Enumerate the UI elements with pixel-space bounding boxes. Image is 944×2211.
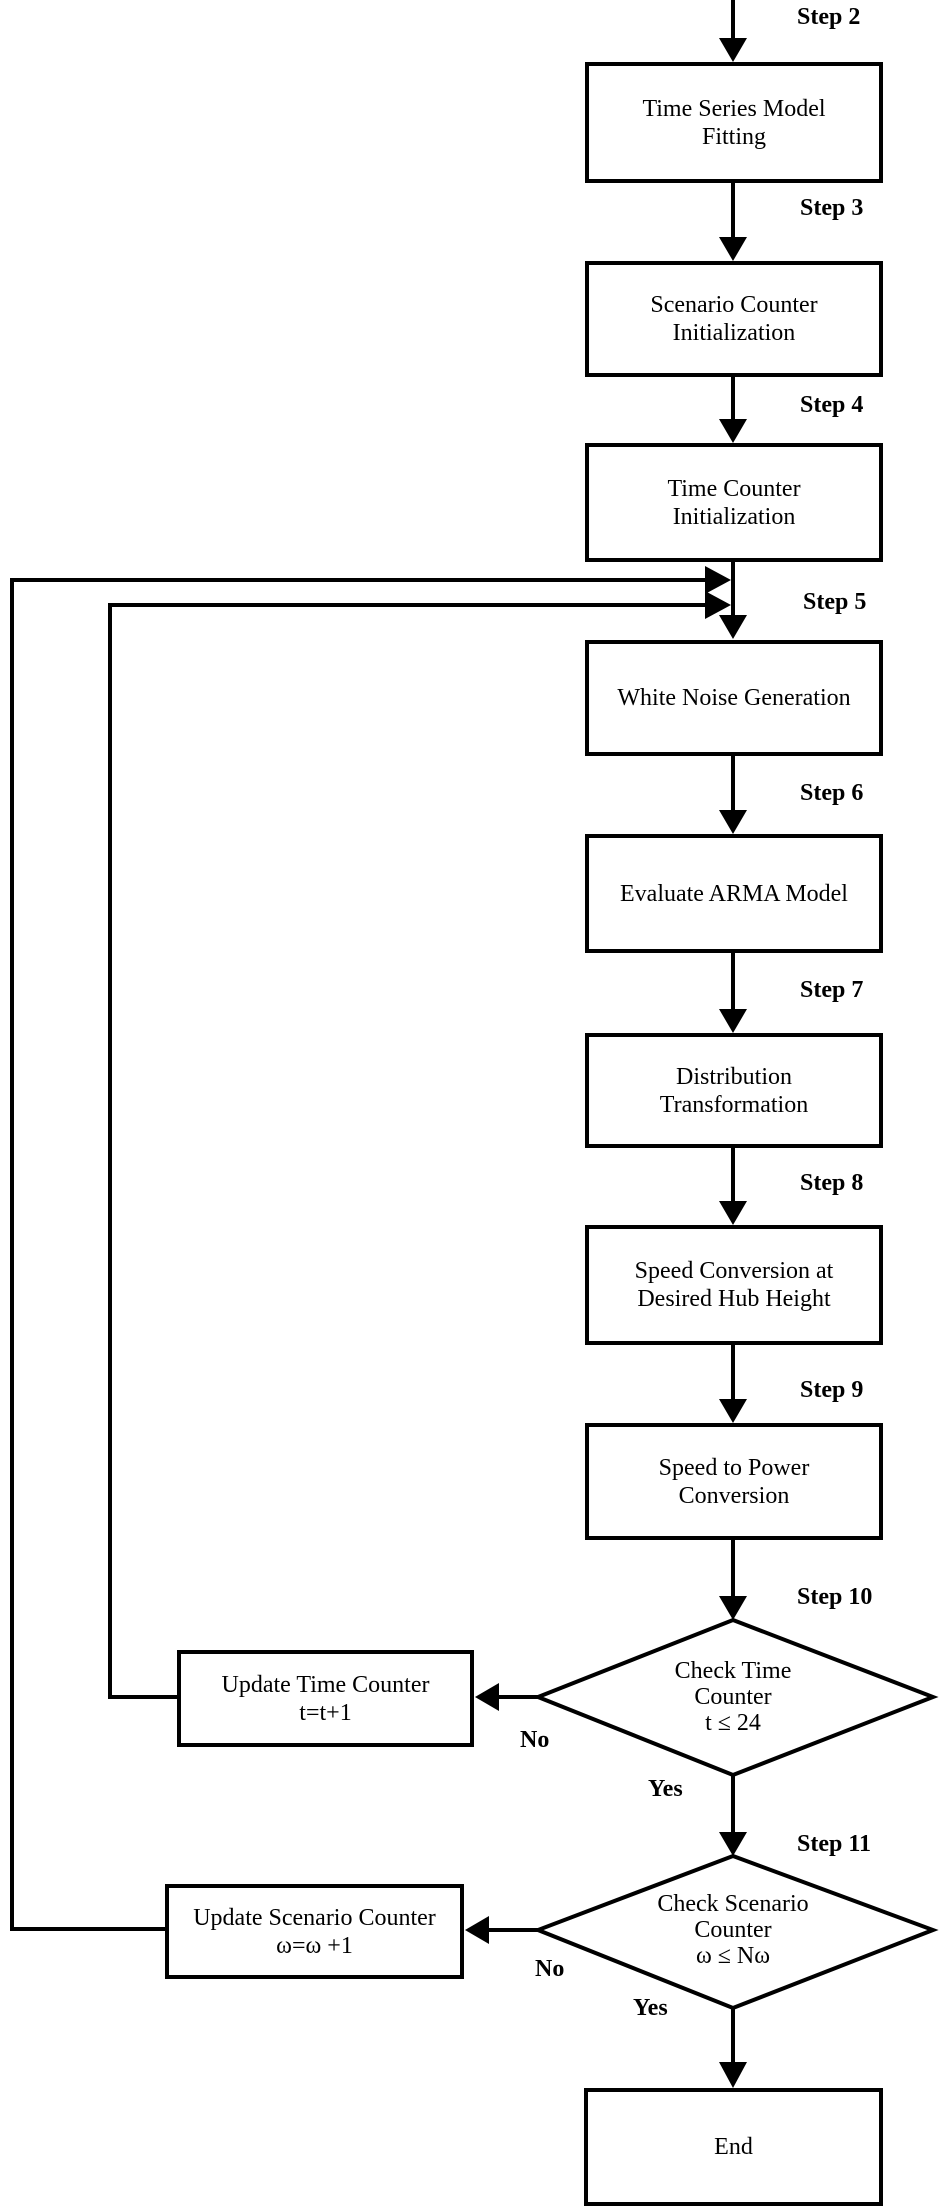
node-update-scenario-counter: Update Scenario Counter ω=ω +1 bbox=[165, 1884, 464, 1979]
node-scenario-counter-initialization: Scenario Counter Initialization bbox=[585, 261, 883, 377]
loop-scenario-counter-return bbox=[10, 566, 731, 1931]
node-end: End bbox=[584, 2088, 883, 2206]
node-white-noise-generation: White Noise Generation bbox=[585, 640, 883, 756]
step-6-label: Step 6 bbox=[800, 780, 864, 806]
arrow-arma-to-distribution bbox=[719, 952, 747, 1033]
decision-check-scenario-counter-label: Check Scenario Counter ω ≤ Nω bbox=[657, 1891, 809, 1969]
arrow-speed-conversion-to-power bbox=[719, 1344, 747, 1423]
check-scenario-no-label: No bbox=[535, 1956, 565, 1982]
step-5-label: Step 5 bbox=[803, 589, 867, 615]
node-distribution-transformation: Distribution Transformation bbox=[585, 1033, 883, 1148]
loop-time-counter-return bbox=[108, 591, 731, 1699]
node-speed-to-power-conversion: Speed to Power Conversion bbox=[585, 1423, 883, 1540]
step-4-label: Step 4 bbox=[800, 392, 864, 418]
step-7-label: Step 7 bbox=[800, 977, 864, 1003]
arrow-check-time-yes-to-check-scenario bbox=[719, 1775, 747, 1856]
arrow-power-to-check-time bbox=[719, 1539, 747, 1620]
decision-check-time-counter-label: Check Time Counter t ≤ 24 bbox=[674, 1658, 792, 1736]
arrow-scenario-init-to-time-init bbox=[719, 376, 747, 443]
step-2-label: Step 2 bbox=[797, 4, 861, 30]
arrow-distribution-to-speed-conversion bbox=[719, 1147, 747, 1225]
arrow-check-time-no-to-update bbox=[475, 1683, 538, 1711]
check-time-no-label: No bbox=[520, 1727, 550, 1753]
step-10-label: Step 10 bbox=[797, 1584, 873, 1610]
step-3-label: Step 3 bbox=[800, 195, 864, 221]
step-9-label: Step 9 bbox=[800, 1377, 864, 1403]
arrow-check-scenario-yes-to-end bbox=[719, 2008, 747, 2088]
arrow-white-noise-to-arma bbox=[719, 755, 747, 834]
check-time-yes-label: Yes bbox=[648, 1776, 683, 1802]
arrow-time-init-to-white-noise bbox=[719, 561, 747, 639]
node-time-series-model-fitting: Time Series Model Fitting bbox=[585, 62, 883, 183]
step-11-label: Step 11 bbox=[797, 1831, 872, 1857]
node-time-counter-initialization: Time Counter Initialization bbox=[585, 443, 883, 562]
arrow-check-scenario-no-to-update bbox=[465, 1916, 538, 1944]
step-8-label: Step 8 bbox=[800, 1170, 864, 1196]
arrow-into-time-series-fitting bbox=[719, 0, 747, 62]
node-update-time-counter: Update Time Counter t=t+1 bbox=[177, 1650, 474, 1747]
check-scenario-yes-label: Yes bbox=[633, 1995, 668, 2021]
node-speed-conversion-hub-height: Speed Conversion at Desired Hub Height bbox=[585, 1225, 883, 1345]
arrow-fitting-to-scenario-init bbox=[719, 182, 747, 261]
node-evaluate-arma-model: Evaluate ARMA Model bbox=[585, 834, 883, 953]
